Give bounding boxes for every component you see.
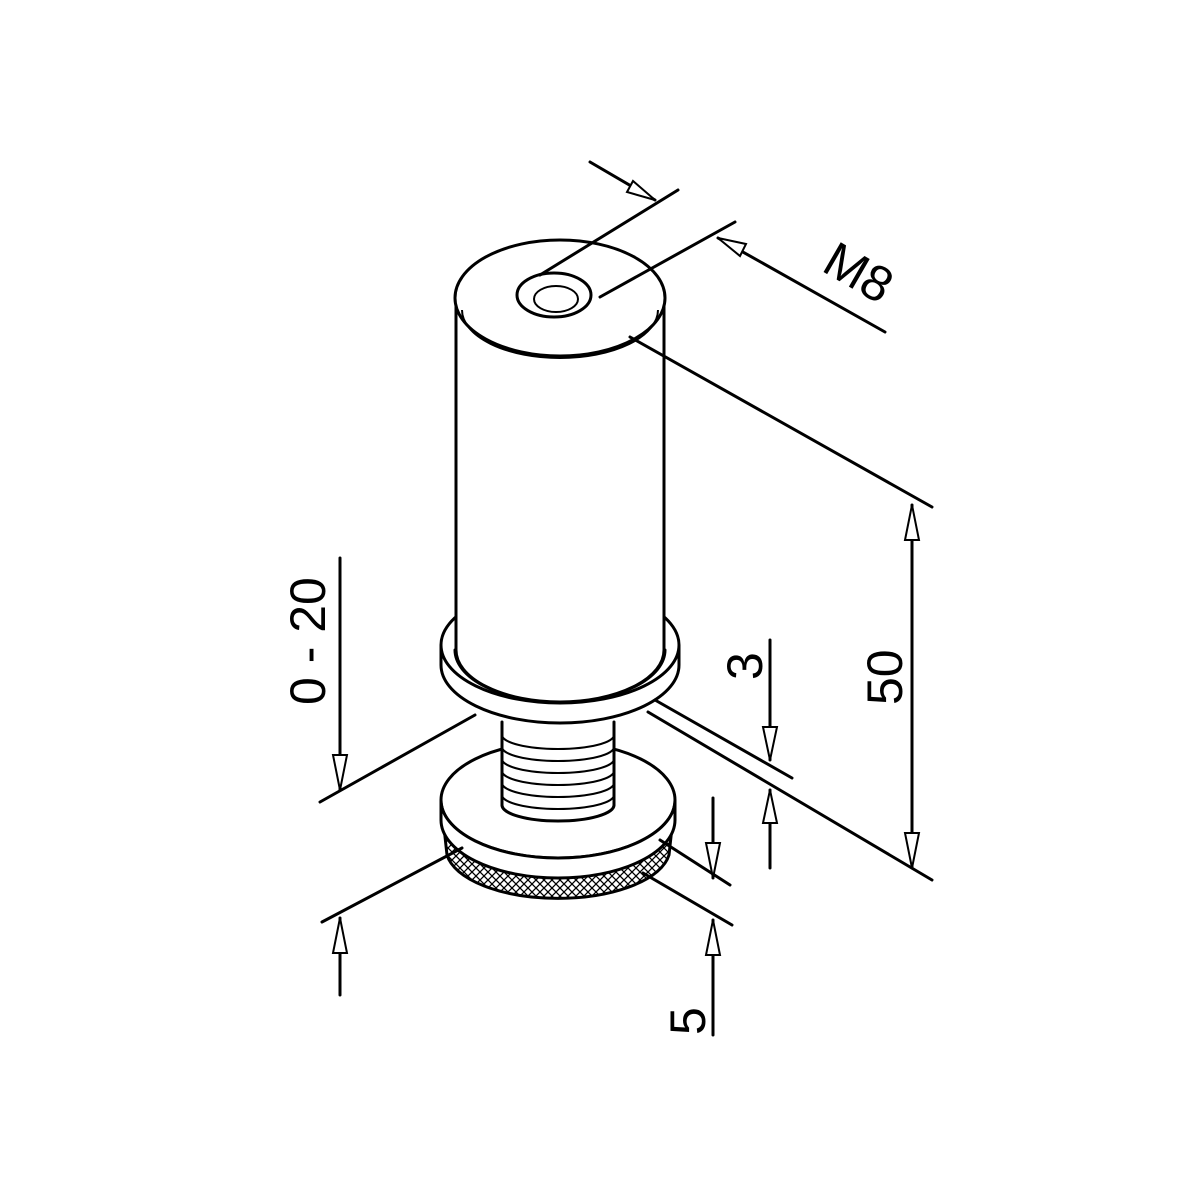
dim-5-label: 5	[660, 1007, 716, 1035]
threaded-stud	[500, 720, 616, 823]
dim-5: 5	[320, 796, 734, 1037]
cylinder-body	[453, 238, 667, 704]
dim-3-label: 3	[717, 652, 773, 680]
dim-50: 50	[628, 335, 934, 882]
dim-m8-label: M8	[815, 231, 903, 314]
dim-3: 3	[653, 638, 794, 870]
dim-0-20-label: 0 - 20	[280, 577, 336, 705]
dim-50-label: 50	[857, 649, 913, 705]
dim-0-20: 0 - 20	[280, 556, 477, 804]
